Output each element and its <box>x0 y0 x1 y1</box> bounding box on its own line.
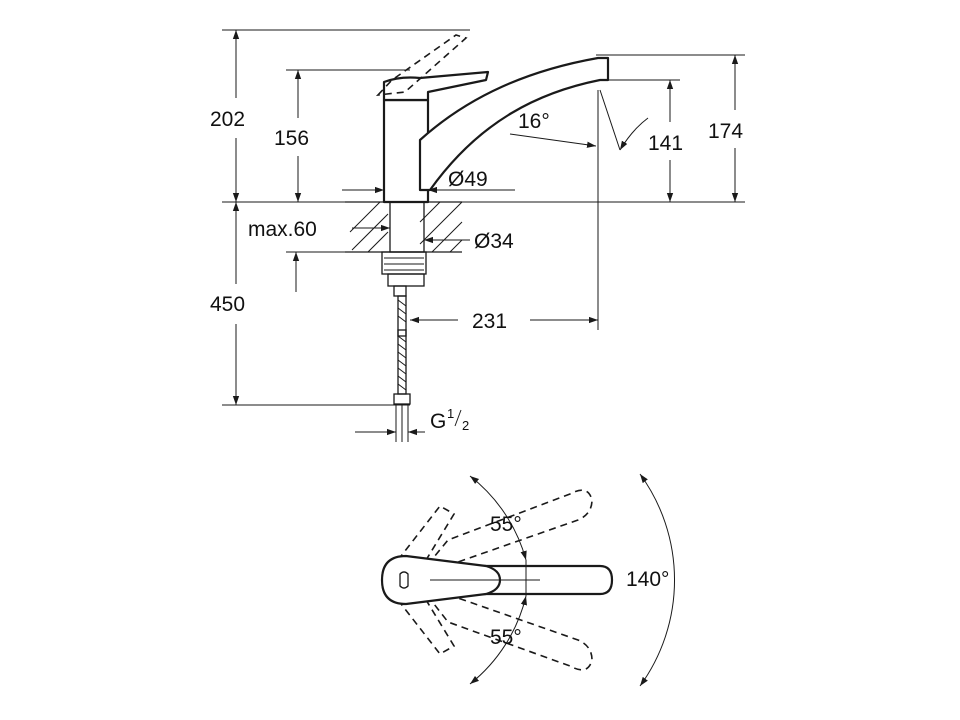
dim-hole-diameter: Ø34 <box>474 230 514 253</box>
dim-connection-thread: G 1 2 <box>430 406 469 433</box>
swivel-arc-upper <box>469 475 527 561</box>
side-view: 202 156 174 141 16° Ø49 max.60 Ø34 450 2… <box>210 29 745 442</box>
dim-spout-reach: 231 <box>472 310 507 333</box>
swivel-arc-lower <box>469 595 527 685</box>
top-view: 55° 55° 140° <box>380 473 675 687</box>
dim-outlet-height: 141 <box>648 132 683 155</box>
dim-hose-length: 450 <box>210 293 245 316</box>
supply-hoses <box>393 295 411 442</box>
lever-raised-position <box>375 34 468 97</box>
swivel-angle-lower: 55° <box>490 626 522 649</box>
connection-numerator: 1 <box>447 406 454 421</box>
dim-body-height: 156 <box>274 127 309 150</box>
dim-max-deck-thickness: max.60 <box>248 218 317 241</box>
spout <box>418 56 610 192</box>
dim-base-diameter: Ø49 <box>448 168 488 191</box>
swivel-arc-total <box>639 473 675 687</box>
dim-spout-height: 174 <box>708 120 743 143</box>
mounting-shank <box>381 201 427 297</box>
faucet-body <box>375 34 610 204</box>
extension-lines <box>222 29 745 406</box>
lever-handle <box>382 70 490 102</box>
dimension-lines <box>232 30 739 436</box>
dim-total-height: 202 <box>210 108 245 131</box>
dim-spout-angle: 16° <box>518 110 550 133</box>
connection-prefix: G <box>430 410 446 433</box>
lever-indicator <box>399 571 409 589</box>
deck-section <box>345 201 463 253</box>
swivel-angle-total: 140° <box>626 568 669 591</box>
connection-denominator: 2 <box>462 418 469 433</box>
swivel-angle-upper: 55° <box>490 513 522 536</box>
